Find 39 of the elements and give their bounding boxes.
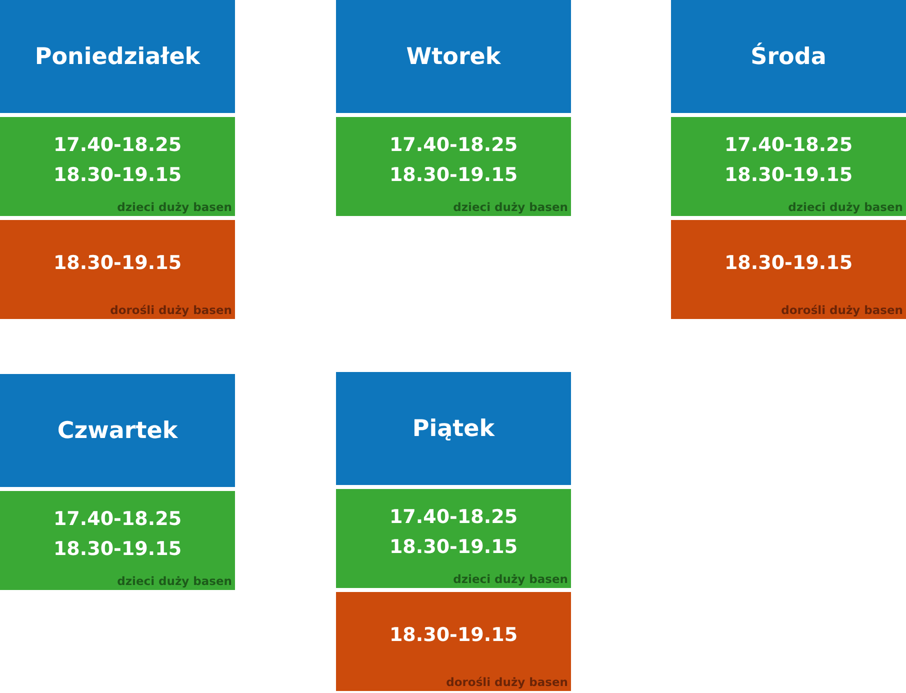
session-box xyxy=(336,592,571,691)
session-note: dorośli duży basen xyxy=(781,303,903,317)
day-name: Poniedziałek xyxy=(34,44,200,70)
session-time: 17.40-18.25 xyxy=(389,504,518,530)
session-box xyxy=(0,117,235,216)
session-note: dorośli duży basen xyxy=(446,675,568,689)
session-box xyxy=(0,220,235,319)
session-note: dzieci duży basen xyxy=(117,200,232,214)
session-time: 18.30-19.15 xyxy=(389,162,518,188)
session-time: 17.40-18.25 xyxy=(53,506,182,532)
day-name: Czwartek xyxy=(57,418,178,444)
session-time: 18.30-19.15 xyxy=(389,622,518,648)
session-time: 17.40-18.25 xyxy=(389,132,518,158)
session-box xyxy=(336,117,571,216)
session-box xyxy=(671,117,906,216)
day-header xyxy=(336,0,571,113)
session-time: 18.30-19.15 xyxy=(53,250,182,276)
session-note: dzieci duży basen xyxy=(788,200,903,214)
session-note: dzieci duży basen xyxy=(117,574,232,588)
day-header xyxy=(336,372,571,485)
day-name: Piątek xyxy=(412,416,495,442)
session-note: dorośli duży basen xyxy=(110,303,232,317)
session-time: 18.30-19.15 xyxy=(389,534,518,560)
session-box xyxy=(0,491,235,590)
day-header xyxy=(0,0,235,113)
session-note: dzieci duży basen xyxy=(453,200,568,214)
session-time: 17.40-18.25 xyxy=(724,132,853,158)
session-time: 17.40-18.25 xyxy=(53,132,182,158)
session-time: 18.30-19.15 xyxy=(53,536,182,562)
day-header xyxy=(671,0,906,113)
session-note: dzieci duży basen xyxy=(453,572,568,586)
session-time: 18.30-19.15 xyxy=(724,250,853,276)
day-name: Wtorek xyxy=(406,44,501,70)
day-name: Środa xyxy=(750,44,826,70)
session-time: 18.30-19.15 xyxy=(724,162,853,188)
session-time: 18.30-19.15 xyxy=(53,162,182,188)
session-box xyxy=(336,489,571,588)
session-box xyxy=(671,220,906,319)
day-header xyxy=(0,374,235,487)
